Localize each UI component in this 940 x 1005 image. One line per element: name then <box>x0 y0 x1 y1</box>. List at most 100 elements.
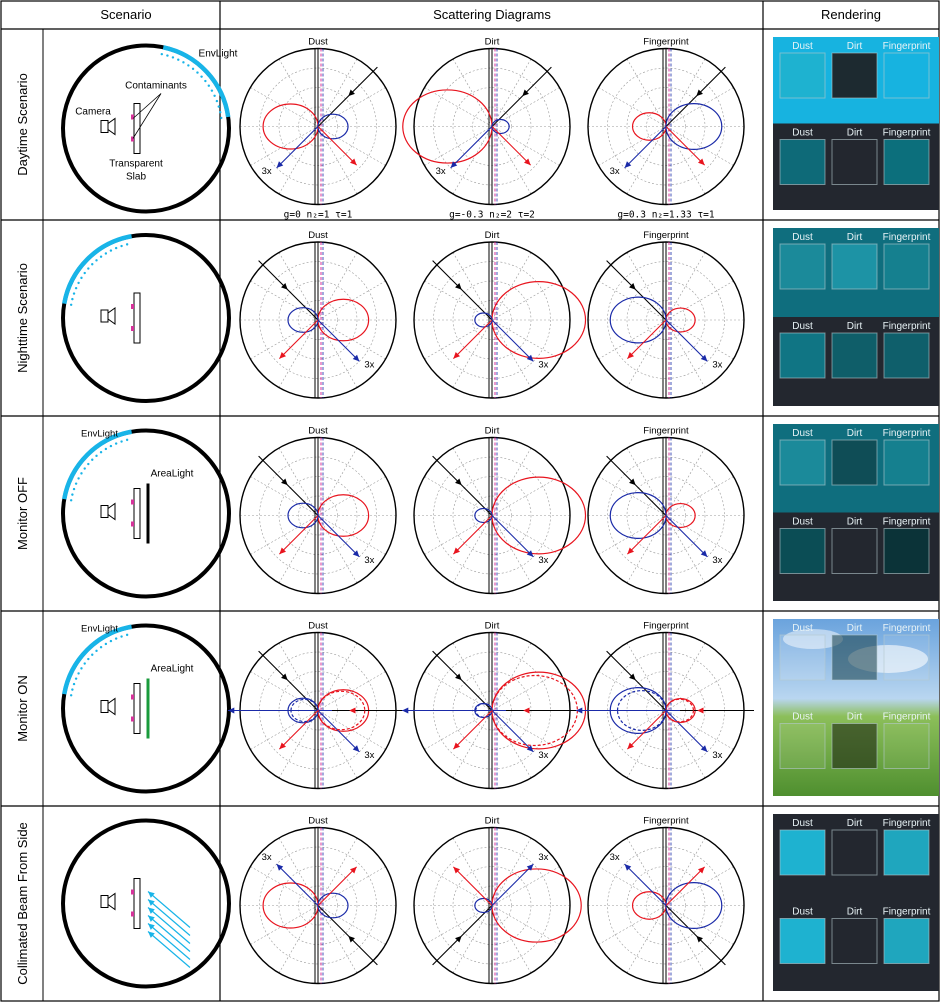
row-label: Collimated Beam From Side <box>15 822 30 985</box>
render-label: Dirt <box>847 517 863 528</box>
scene-circle <box>63 821 229 987</box>
multiplier-label: 3x <box>610 166 620 177</box>
row-off: Monitor OFFAreaLightEnvLightDust3xDirt3x… <box>15 424 939 601</box>
render-label: Dust <box>792 321 813 332</box>
diagram-title: Dust <box>308 621 328 632</box>
row-label: Daytime Scenario <box>15 73 30 176</box>
polar-diagram-dust: Dust3x <box>228 621 406 789</box>
contaminant <box>131 912 134 917</box>
transmitted-ray <box>666 127 705 166</box>
render-swatch-fingerprint <box>884 440 929 485</box>
envlight-ray <box>95 650 97 652</box>
transmitted-ray <box>627 516 666 555</box>
envlight-label: EnvLight <box>81 624 118 635</box>
area-arrowhead <box>349 707 355 713</box>
envlight-ray <box>219 111 221 113</box>
reflected-ray <box>451 127 492 168</box>
contaminant <box>131 717 134 722</box>
contaminant <box>131 326 134 331</box>
envlight-ray <box>75 287 77 289</box>
render-swatch-dust <box>780 529 825 574</box>
envlight-ray <box>110 640 112 642</box>
envlight-ray <box>105 252 107 254</box>
envlight-ray <box>208 85 210 87</box>
scenario-diagram: EnvLightContaminantsCameraTransparentSla… <box>63 46 238 212</box>
envlight-ray <box>71 688 73 690</box>
envlight-ray <box>204 80 206 82</box>
envlight-ray <box>187 64 189 66</box>
envlight-ray <box>105 448 107 450</box>
reflected-ray <box>492 516 533 557</box>
render-label: Fingerprint <box>883 41 931 52</box>
area-reflect-arrowhead <box>402 707 408 713</box>
envlight-ray <box>70 499 72 501</box>
camera-lens-icon <box>108 119 115 135</box>
envlight-ray <box>115 442 117 444</box>
reflected-ray <box>277 864 318 905</box>
transmitted-ray <box>666 867 705 906</box>
render-label: Dirt <box>847 623 863 634</box>
rendering-panel: DustDirtFingerprintDustDirtFingerprint <box>773 424 939 601</box>
render-swatch-dirt <box>832 529 877 574</box>
render-swatch-dust <box>780 440 825 485</box>
envlight-ray <box>182 61 184 63</box>
diagram-params: g=0.3 n₂=1.33 τ=1 <box>617 210 715 221</box>
render-swatch-dust <box>780 724 825 769</box>
envlight-ray <box>77 672 79 674</box>
contaminant <box>131 500 134 505</box>
render-swatch-dust <box>780 919 825 964</box>
diagram-title: Fingerprint <box>643 621 689 632</box>
envlight-ray <box>200 75 202 77</box>
render-label: Dirt <box>847 712 863 723</box>
render-swatch-dust <box>780 635 825 680</box>
polar-diagram-fingerprint: Fingerprint3xg=0.3 n₂=1.33 τ=1 <box>588 37 744 221</box>
render-swatch-dirt <box>832 140 877 185</box>
camera-icon <box>101 121 108 133</box>
render-label: Dust <box>792 623 813 634</box>
render-label: Fingerprint <box>883 517 931 528</box>
header-rendering: Rendering <box>821 7 881 22</box>
render-swatch-dirt <box>832 919 877 964</box>
transparent-slab <box>134 489 140 539</box>
multiplier-label: 3x <box>712 359 722 370</box>
scenario-diagram <box>63 235 229 401</box>
diagram-title: Dust <box>308 816 328 827</box>
polar-diagram-dirt: Dirt3x <box>414 816 581 984</box>
transmitted-ray <box>279 516 318 555</box>
diagram-title: Dirt <box>485 37 500 48</box>
collimated-beam <box>148 924 190 960</box>
diagram-params: g=-0.3 n₂=2 τ=2 <box>449 210 535 221</box>
envlight-ray <box>100 451 102 453</box>
render-label: Dirt <box>847 321 863 332</box>
transmitted-ray <box>492 127 531 166</box>
envlight-ray <box>126 439 128 441</box>
reflected-ray <box>625 864 666 905</box>
render-label: Fingerprint <box>883 907 931 918</box>
polar-diagram-dirt: Dirt3x <box>414 230 586 398</box>
render-swatch-dust <box>780 140 825 185</box>
diagram-title: Fingerprint <box>643 426 689 437</box>
envlight-ray <box>115 637 117 639</box>
transparent-slab <box>134 293 140 343</box>
polar-diagram-dust: Dust3x <box>240 230 396 398</box>
envlight-ray <box>95 259 97 261</box>
diagram-title: Dirt <box>485 816 500 827</box>
reflected-ray <box>666 320 707 361</box>
grid-spoke <box>318 252 357 320</box>
envlight-ray <box>115 247 117 249</box>
reflected-ray <box>318 516 359 557</box>
envlight-ray <box>71 493 73 495</box>
envlight-ray <box>177 58 179 60</box>
transmitted-ray <box>453 320 492 359</box>
grid-spoke <box>598 88 666 127</box>
diagram-params: g=0 n₂=1 τ=1 <box>284 210 353 221</box>
render-swatch-fingerprint <box>884 244 929 289</box>
envlight-ray <box>126 634 128 636</box>
render-label: Fingerprint <box>883 428 931 439</box>
